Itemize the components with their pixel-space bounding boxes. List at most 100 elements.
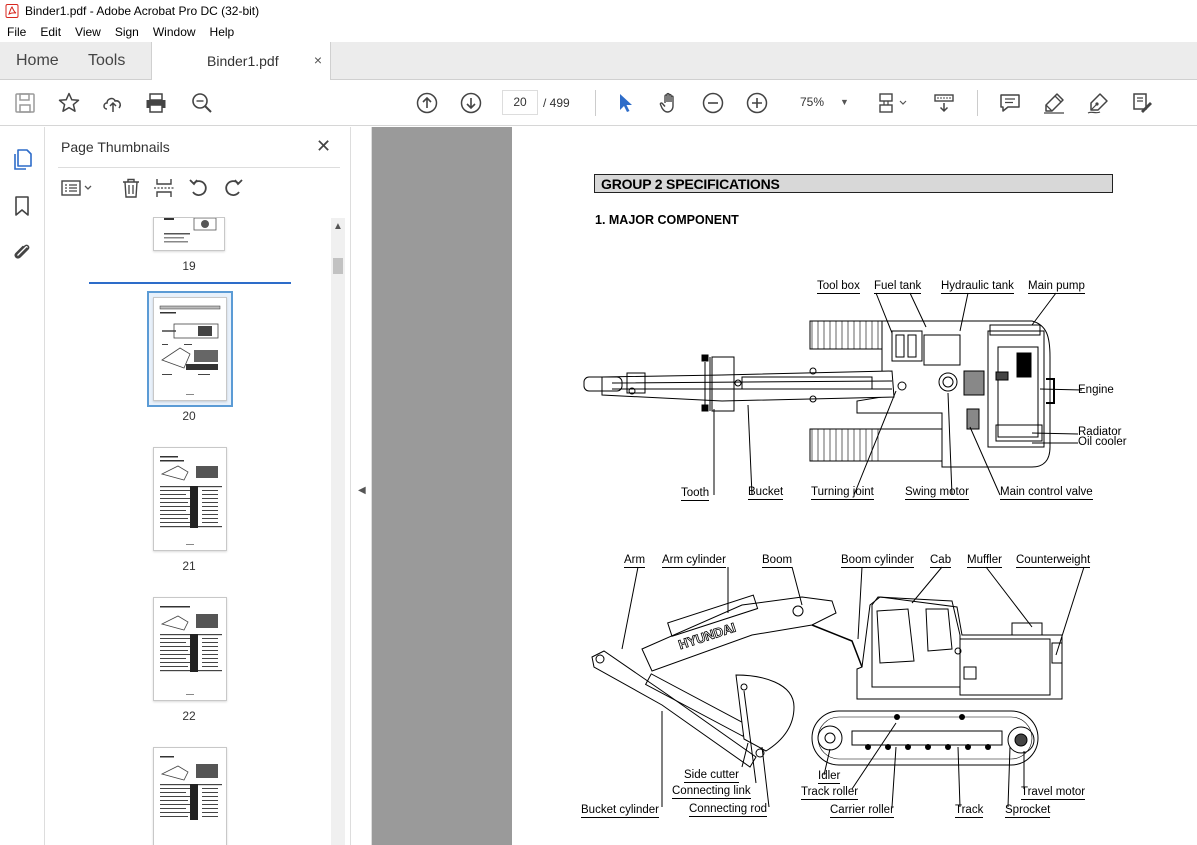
thumbnail-scrollbar[interactable]: ▲ bbox=[331, 218, 345, 845]
label-track-roller: Track roller bbox=[801, 786, 859, 800]
thumbnail-page-22[interactable] bbox=[153, 597, 227, 701]
toolbar-separator bbox=[977, 90, 978, 116]
thumbnail-preview bbox=[160, 606, 222, 695]
thumbnail-list: 19 20 bbox=[46, 217, 346, 845]
save-icon[interactable] bbox=[13, 91, 37, 115]
label-side-cutter: Side cutter bbox=[684, 769, 739, 783]
thumbnail-page-20[interactable] bbox=[153, 297, 227, 401]
zoom-out-icon[interactable] bbox=[701, 91, 725, 115]
hand-tool-icon[interactable] bbox=[657, 91, 681, 115]
thumbnail-page-number: 20 bbox=[182, 409, 196, 423]
section-heading: GROUP 2 SPECIFICATIONS bbox=[601, 176, 780, 192]
toolbar-separator bbox=[595, 90, 596, 116]
label-connecting-link: Connecting link bbox=[672, 785, 751, 799]
page-number-input[interactable]: 20 bbox=[502, 90, 538, 115]
chevron-up-icon[interactable]: ▲ bbox=[333, 221, 343, 232]
attachments-paperclip-icon[interactable] bbox=[10, 240, 34, 264]
excavator-diagrams: HYUNDAI bbox=[583, 292, 1085, 808]
scrollbar-thumb[interactable] bbox=[333, 258, 343, 274]
label-cab: Cab bbox=[930, 554, 952, 568]
page-display-icon[interactable] bbox=[876, 91, 912, 115]
tab-home[interactable]: Home bbox=[16, 52, 59, 69]
thumbnail-page-21[interactable] bbox=[153, 447, 227, 551]
comment-icon[interactable] bbox=[998, 91, 1022, 115]
navigation-rail bbox=[0, 127, 45, 845]
options-menu-icon[interactable] bbox=[60, 177, 96, 199]
thumbnail-page-23[interactable] bbox=[153, 747, 227, 845]
zoom-value: 75% bbox=[800, 95, 825, 109]
thumbnail-preview bbox=[160, 456, 222, 545]
panel-divider bbox=[58, 167, 340, 168]
label-fuel-tank: Fuel tank bbox=[874, 280, 922, 294]
close-panel-icon[interactable]: ✕ bbox=[316, 136, 332, 156]
delete-page-icon[interactable] bbox=[120, 177, 142, 199]
rotate-clockwise-icon[interactable] bbox=[222, 177, 244, 199]
label-sprocket: Sprocket bbox=[1005, 804, 1051, 818]
subsection-heading: 1. MAJOR COMPONENT bbox=[595, 213, 739, 227]
thumbnail-page-19[interactable] bbox=[153, 217, 225, 251]
rotate-counterclockwise-icon[interactable] bbox=[188, 177, 210, 199]
split-page-icon[interactable] bbox=[153, 177, 175, 199]
highlight-pen-icon[interactable] bbox=[1042, 91, 1066, 115]
thumbnail-preview bbox=[160, 756, 222, 820]
section-heading-box: GROUP 2 SPECIFICATIONS bbox=[594, 174, 1113, 193]
thumbnail-tools bbox=[46, 175, 346, 205]
label-counterweight: Counterweight bbox=[1016, 554, 1091, 568]
menu-window[interactable]: Window bbox=[152, 25, 196, 39]
menu-bar: File Edit View Sign Window Help bbox=[0, 22, 1197, 42]
top-view-drawing bbox=[583, 292, 1083, 496]
menu-file[interactable]: File bbox=[7, 25, 27, 39]
print-icon[interactable] bbox=[144, 91, 168, 115]
tab-bar: Home Tools Binder1.pdf × bbox=[0, 42, 1197, 81]
label-engine: Engine bbox=[1078, 384, 1114, 396]
bookmark-star-icon[interactable] bbox=[57, 91, 81, 115]
previous-page-icon[interactable] bbox=[415, 91, 439, 115]
thumbnail-preview bbox=[164, 217, 217, 243]
main-toolbar: 20 / 499 75% ▼ bbox=[0, 80, 1197, 126]
thumbnail-preview bbox=[159, 305, 221, 395]
label-tooth: Tooth bbox=[681, 487, 710, 501]
chevron-down-icon: ▼ bbox=[840, 97, 849, 107]
label-muffler: Muffler bbox=[967, 554, 1002, 568]
thumbnail-page-number: 21 bbox=[182, 559, 196, 573]
select-cursor-icon[interactable] bbox=[614, 91, 638, 115]
label-main-control-valve: Main control valve bbox=[1000, 486, 1093, 500]
menu-view[interactable]: View bbox=[75, 25, 101, 39]
tab-tools[interactable]: Tools bbox=[88, 52, 126, 69]
label-connecting-rod: Connecting rod bbox=[689, 803, 767, 817]
label-tool-box: Tool box bbox=[817, 280, 860, 294]
label-main-pump: Main pump bbox=[1028, 280, 1085, 294]
menu-sign[interactable]: Sign bbox=[114, 25, 139, 39]
thumbnail-page-number: 19 bbox=[182, 259, 196, 273]
cloud-upload-icon[interactable] bbox=[101, 91, 125, 115]
panel-splitter[interactable]: ◀ bbox=[350, 127, 372, 845]
menu-edit[interactable]: Edit bbox=[40, 25, 62, 39]
label-boom-cylinder: Boom cylinder bbox=[841, 554, 914, 568]
label-turning-joint: Turning joint bbox=[811, 486, 874, 500]
label-swing-motor: Swing motor bbox=[905, 486, 969, 500]
find-zoom-icon[interactable] bbox=[190, 91, 214, 115]
zoom-dropdown[interactable]: 75% ▼ bbox=[790, 90, 856, 115]
zoom-in-icon[interactable] bbox=[745, 91, 769, 115]
drop-indicator-line bbox=[89, 282, 291, 284]
scroll-mode-icon[interactable] bbox=[932, 91, 956, 115]
bookmarks-icon[interactable] bbox=[10, 194, 34, 218]
menu-help[interactable]: Help bbox=[209, 25, 235, 39]
label-arm-cylinder: Arm cylinder bbox=[662, 554, 726, 568]
panel-title: Page Thumbnails bbox=[61, 139, 170, 155]
label-travel-motor: Travel motor bbox=[1021, 786, 1086, 800]
page-thumbnails-icon[interactable] bbox=[10, 147, 34, 171]
close-tab-button[interactable]: × bbox=[313, 52, 322, 68]
label-arm: Arm bbox=[624, 554, 646, 568]
label-bucket-cylinder: Bucket cylinder bbox=[581, 804, 659, 818]
next-page-icon[interactable] bbox=[459, 91, 483, 115]
window-title: Binder1.pdf - Adobe Acrobat Pro DC (32-b… bbox=[25, 4, 260, 18]
more-tools-icon[interactable] bbox=[1130, 91, 1154, 115]
tab-document[interactable]: Binder1.pdf × bbox=[151, 42, 331, 81]
page-total: / 499 bbox=[543, 96, 570, 110]
collapse-panel-icon[interactable]: ◀ bbox=[358, 485, 366, 496]
document-viewport[interactable]: GROUP 2 SPECIFICATIONS 1. MAJOR COMPONEN… bbox=[372, 127, 1197, 845]
label-boom: Boom bbox=[762, 554, 793, 568]
thumbnail-page-number: 22 bbox=[182, 709, 196, 723]
sign-pen-icon[interactable] bbox=[1086, 91, 1110, 115]
